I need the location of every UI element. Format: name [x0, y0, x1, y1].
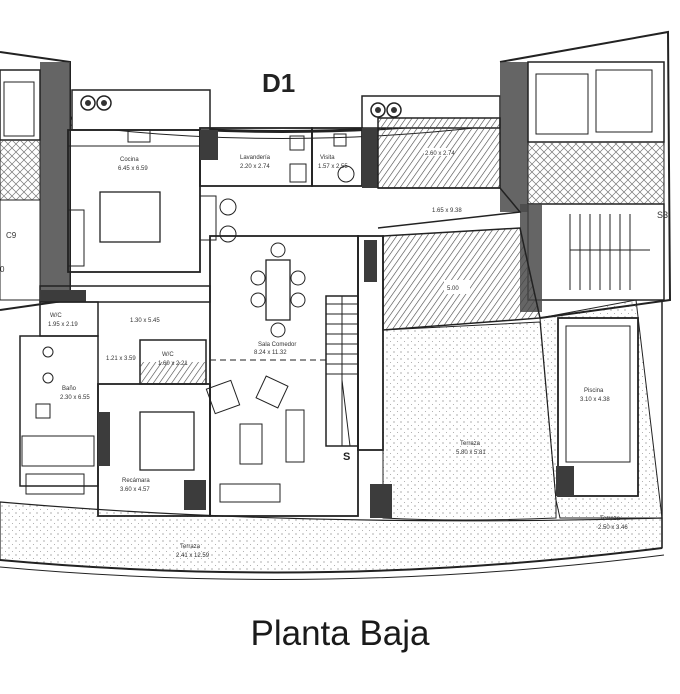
- pool-name: Piscina: [584, 388, 604, 394]
- hallway2-dims: 1.21 x 3.59: [106, 356, 136, 362]
- plan-title: Planta Baja: [250, 614, 430, 653]
- hallway-dims: 1.30 x 5.45: [130, 318, 160, 324]
- wc2-dims: 1.60 x 2.21: [158, 361, 188, 367]
- right-crosshatch: [527, 141, 665, 205]
- stair-right-label: S3: [657, 210, 668, 220]
- balcony-left-top: [71, 89, 211, 131]
- room-bath: [19, 335, 99, 487]
- terrace-right-name: Terraza: [600, 516, 621, 522]
- hall: [377, 187, 522, 229]
- terrace-front-name: Terraza: [180, 544, 201, 550]
- stair-label: S: [343, 451, 351, 463]
- kitchen-name: Cocina: [120, 157, 139, 163]
- svg-text:2.60 x 2.74: 2.60 x 2.74: [425, 151, 455, 157]
- wc1-dims: 1.95 x 2.19: [48, 322, 78, 328]
- bedroom-dims: 3.60 x 4.57: [120, 487, 150, 493]
- visit-name: Visita: [320, 155, 335, 161]
- room-kitchen: [67, 129, 201, 273]
- terrace-center-dims: 5.80 x 5.81: [456, 450, 486, 456]
- stair-right: [527, 203, 665, 301]
- wc2-name: W/C: [162, 352, 174, 358]
- terrace-front-dims: 2.41 x 12.59: [176, 553, 210, 559]
- svg-text:0: 0: [0, 265, 5, 274]
- visit-dims: 1.57 x 2.55: [318, 164, 348, 170]
- kitchen-dims: 6.45 x 6.59: [118, 166, 148, 172]
- terrace-center: [382, 321, 557, 521]
- room-living-dining: [209, 235, 359, 517]
- wc1-name: W/C: [50, 313, 62, 319]
- svg-text:5.00: 5.00: [447, 286, 459, 292]
- left-crosshatch: [0, 139, 41, 201]
- room-hatched-center: [382, 227, 541, 331]
- terrace-front-edge: [0, 547, 663, 574]
- bath-name: Baño: [62, 386, 77, 392]
- terrace-center-name: Terraza: [460, 441, 481, 447]
- wall-right-outer: [499, 30, 672, 319]
- living-name: Sala Comedor: [258, 342, 296, 348]
- room-wc-1: [39, 301, 99, 337]
- pool-dims: 3.10 x 4.38: [580, 397, 610, 403]
- laundry-dims: 2.20 x 2.74: [240, 164, 270, 170]
- staircase: [325, 295, 359, 447]
- unit-label: D1: [262, 68, 296, 98]
- laundry-name: Lavandería: [240, 155, 271, 161]
- living-dims: 8.24 x 11.32: [254, 350, 287, 356]
- bath-dims: 2.30 x 6.55: [60, 395, 90, 401]
- hall-dims: 1.65 x 9.38: [432, 208, 462, 214]
- svg-text:C9: C9: [6, 231, 17, 240]
- terrace-right-dims: 2.50 x 3.46: [598, 525, 628, 531]
- bedroom-name: Recámara: [122, 478, 150, 484]
